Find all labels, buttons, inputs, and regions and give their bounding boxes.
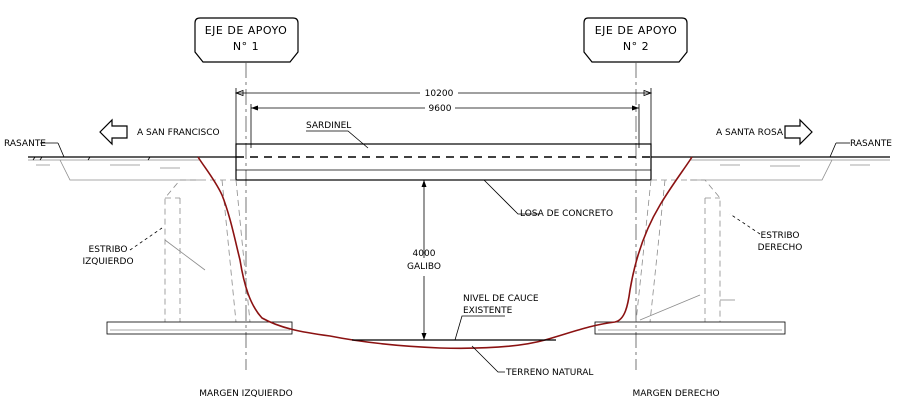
support-axis-2: EJE DE APOYO N° 2 [583,17,688,63]
dimension-overall-value: 10200 [425,89,454,99]
dimension-span: 9600 [250,104,640,148]
margen-derecho-label: MARGEN DERECHO [632,389,719,399]
footing-left [106,321,293,335]
footing-right [594,321,786,335]
direction-left-label: A SAN FRANCISCO [137,128,220,138]
terreno-label: TERRENO NATURAL [505,368,593,378]
margen-izquierdo-label: MARGEN IZQUIERDO [199,389,293,399]
clearance-label: GALIBO [407,262,441,272]
rasante-left-label: RASANTE [4,139,46,149]
losa-label: LOSA DE CONCRETO [520,209,613,219]
estribo-derecho-label-1: ESTRIBO [761,231,800,241]
concrete-slab [235,143,652,181]
support-axis-1-title: EJE DE APOYO [205,24,288,37]
clearance-value: 4000 [413,249,436,259]
deck [235,143,652,181]
support-axis-1: EJE DE APOYO N° 1 [194,17,299,63]
sardinel-label: SARDINEL [306,121,351,131]
rasante-right-label: RASANTE [850,139,892,149]
dimension-span-value: 9600 [429,104,452,114]
clearance-dimension: 4000 GALIBO [407,180,441,340]
estribo-izquierdo-label-1: ESTRIBO [89,245,128,255]
direction-left: A SAN FRANCISCO [99,118,220,146]
nivel-cauce-label-1: NIVEL DE CAUCE [463,294,539,304]
arrow-right-icon [784,118,813,146]
support-axis-1-box [194,17,299,63]
abutment-right [635,179,735,323]
dimension-overall: 10200 [234,88,653,148]
estribo-izquierdo-callout: ESTRIBO IZQUIERDO [82,227,163,267]
estribo-izquierdo-label-2: IZQUIERDO [82,257,133,267]
support-axis-2-box [583,17,688,63]
losa-callout: LOSA DE CONCRETO [483,179,613,219]
sardinel-callout: SARDINEL [306,121,369,149]
support-axis-2-number: N° 2 [623,40,649,53]
nivel-cauce-label-2: EXISTENTE [463,306,513,316]
terreno-callout: TERRENO NATURAL [471,345,593,378]
support-axis-1-number: N° 1 [233,40,259,53]
estribo-derecho-label-2: DERECHO [758,243,803,253]
arrow-left-icon [99,118,128,146]
natural-terrain-line [197,156,693,350]
support-axis-2-title: EJE DE APOYO [595,24,678,37]
road-right: RASANTE [651,139,892,181]
road-left: RASANTE [4,139,236,181]
nivel-cauce-callout: NIVEL DE CAUCE EXISTENTE [454,294,539,341]
estribo-derecho-callout: ESTRIBO DERECHO [729,213,803,253]
direction-right: A SANTA ROSA [716,118,813,146]
direction-right-label: A SANTA ROSA [716,128,784,138]
